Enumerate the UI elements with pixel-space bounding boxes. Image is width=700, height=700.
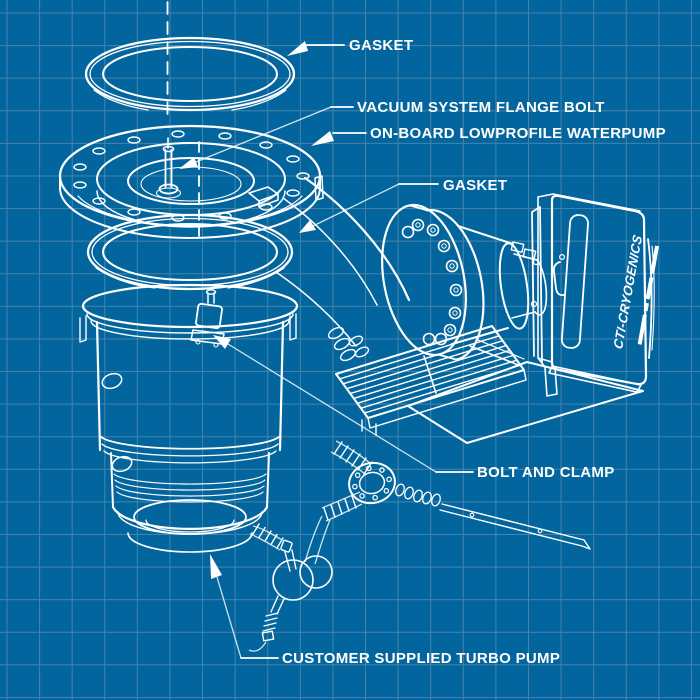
callout-bolt-and-clamp: BOLT AND CLAMP [213, 335, 615, 481]
flex-hose-assembly [248, 440, 591, 652]
elbow-housing-drawing [275, 176, 411, 347]
ring-bolts [401, 218, 463, 346]
ribbed-heatsink-base [335, 325, 527, 436]
top-gasket-drawing [84, 36, 296, 112]
electronics-box-drawing: CTI-CRYOGENICS [537, 193, 659, 397]
flange-bolt-holes [73, 130, 310, 222]
center-axis-dashed-line [166, 1, 200, 237]
arrowhead-icon [179, 157, 198, 169]
callout-label: GASKET [349, 37, 413, 54]
callout-label: BOLT AND CLAMP [477, 464, 615, 481]
arrowhead-icon [210, 554, 222, 579]
arrowhead-icon [311, 131, 334, 146]
waterpump-flange-drawing [58, 124, 324, 239]
callout-gasket-lower: GASKET [299, 177, 507, 233]
box-side-strip [647, 238, 653, 359]
callout-gasket-top: GASKET [287, 37, 413, 56]
callout-label: ON-BOARD LOWPROFILE WATERPUMP [370, 125, 666, 142]
spring-isolators-drawing [327, 326, 370, 362]
callout-label: CUSTOMER SUPPLIED TURBO PUMP [282, 650, 560, 667]
callout-label: GASKET [443, 177, 507, 194]
mounting-plate [407, 361, 644, 444]
arrowhead-icon [213, 335, 231, 349]
callout-onboard-lowprofile-waterpump: ON-BOARD LOWPROFILE WATERPUMP [311, 125, 666, 146]
callout-label: VACUUM SYSTEM FLANGE BOLT [357, 99, 605, 116]
flange-bolt-drawing [155, 137, 182, 199]
callout-customer-supplied-turbo-pump: CUSTOMER SUPPLIED TURBO PUMP [210, 554, 560, 667]
box-handle [552, 261, 565, 297]
arrowhead-icon [287, 41, 308, 56]
arrowhead-icon [299, 220, 316, 233]
fine-print-bar [637, 245, 659, 345]
callout-vacuum-system-flange-bolt: VACUUM SYSTEM FLANGE BOLT [179, 99, 605, 169]
bolted-ring-flange-drawing [381, 203, 485, 361]
hose-loop [272, 559, 314, 601]
hose-flange-ring [348, 461, 396, 505]
box-slot [560, 214, 589, 349]
turbo-pump-drawing [79, 283, 299, 553]
